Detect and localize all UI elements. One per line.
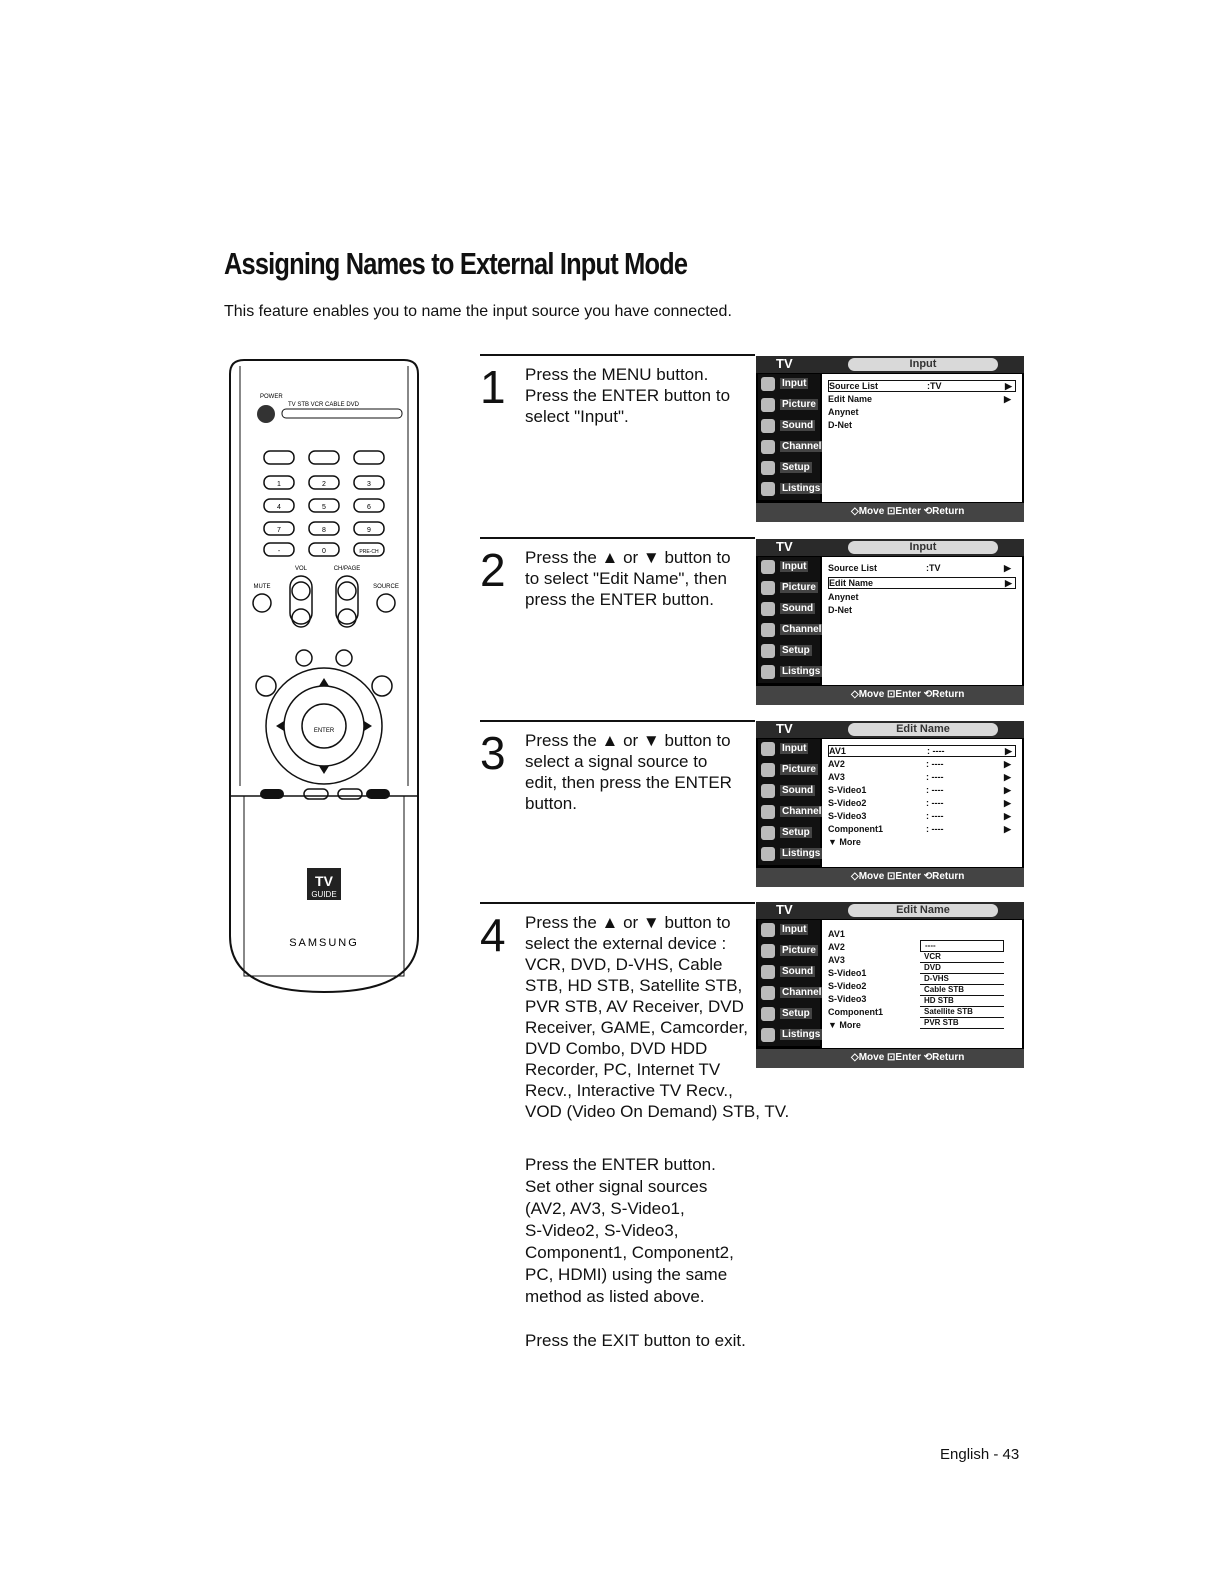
- key-1: 1: [277, 481, 281, 488]
- menu-screen-input: TV Input Input Picture Sound Channel Set…: [756, 356, 1024, 522]
- menu-screen-edit-name-options: TV Edit Name Input Picture Sound Channel…: [756, 902, 1024, 1068]
- key-6: 6: [367, 504, 371, 511]
- channel-icon: [761, 986, 775, 1000]
- picture-icon: [761, 398, 775, 412]
- key-2: 2: [322, 481, 326, 488]
- key-prech: PRE-CH: [359, 549, 379, 555]
- key-5: 5: [322, 504, 326, 511]
- step-rule-4: [480, 902, 755, 904]
- picture-icon: [761, 581, 775, 595]
- side-menu: Input Picture Sound Channel Setup Listin…: [758, 374, 824, 502]
- key-0: 0: [322, 548, 326, 555]
- key-7: 7: [277, 527, 281, 534]
- mode-labels: TV STB VCR CABLE DVD: [288, 402, 360, 408]
- page-footer: English - 43: [940, 1446, 1020, 1463]
- input-icon: [761, 377, 775, 391]
- key-4: 4: [277, 504, 281, 511]
- device-option-list: ---- VCR DVD D-VHS Cable STB HD STB Sate…: [920, 940, 1004, 1029]
- menu-title: Edit Name: [848, 723, 998, 736]
- key-8: 8: [322, 527, 326, 534]
- ch-label: CH/PAGE: [334, 566, 361, 572]
- channel-icon: [761, 623, 775, 637]
- svg-text:TV: TV: [315, 873, 334, 889]
- input-icon: [761, 742, 775, 756]
- listings-icon: [761, 482, 775, 496]
- remote-control-illustration: POWER TV STB VCR CABLE DVD 1 2 3 4 5 6 7…: [229, 359, 419, 994]
- setup-icon: [761, 644, 775, 658]
- step-number: 4: [480, 909, 506, 961]
- sound-icon: [761, 784, 775, 798]
- side-menu: Input Picture Sound Channel Setup Listin…: [758, 920, 824, 1048]
- vol-label: VOL: [295, 566, 308, 572]
- source-label: SOURCE: [373, 584, 399, 590]
- menu-title: Input: [848, 358, 998, 371]
- sound-icon: [761, 965, 775, 979]
- sound-icon: [761, 602, 775, 616]
- picture-icon: [761, 763, 775, 777]
- listings-icon: [761, 847, 775, 861]
- channel-icon: [761, 440, 775, 454]
- step-rule-3: [480, 720, 755, 722]
- step-rule-1: [480, 354, 755, 356]
- step-number: 3: [480, 727, 506, 779]
- key-3: 3: [367, 481, 371, 488]
- setup-icon: [761, 1007, 775, 1021]
- step-number: 2: [480, 544, 506, 596]
- input-icon: [761, 923, 775, 937]
- intro-text: This feature enables you to name the inp…: [224, 303, 732, 320]
- step-text: Press the MENU button.Press the ENTER bu…: [525, 365, 731, 426]
- setup-icon: [761, 826, 775, 840]
- channel-icon: [761, 805, 775, 819]
- step-rule-2: [480, 537, 755, 539]
- after-instructions: Press the ENTER button.Set other signal …: [525, 1155, 734, 1306]
- picture-icon: [761, 944, 775, 958]
- sound-icon: [761, 419, 775, 433]
- menu-screen-edit-name-list: TV Edit Name Input Picture Sound Channel…: [756, 721, 1024, 887]
- svg-text:GUIDE: GUIDE: [311, 890, 336, 899]
- menu-title: Edit Name: [848, 904, 998, 917]
- enter-label: ENTER: [314, 728, 335, 734]
- tvguide-logo: [307, 868, 341, 900]
- input-icon: [761, 560, 775, 574]
- side-menu: Input Picture Sound Channel Setup Listin…: [758, 557, 824, 685]
- exit-instruction: Press the EXIT button to exit.: [525, 1331, 746, 1350]
- key-dash: -: [278, 548, 281, 555]
- power-label: POWER: [260, 394, 283, 400]
- step-number: 1: [480, 361, 506, 413]
- page-title: Assigning Names to External Input Mode: [224, 246, 688, 281]
- menu-title: Input: [848, 541, 998, 554]
- setup-icon: [761, 461, 775, 475]
- listings-icon: [761, 665, 775, 679]
- menu-screen-edit-name-select: TV Input Input Picture Sound Channel Set…: [756, 539, 1024, 705]
- key-9: 9: [367, 527, 371, 534]
- side-menu: Input Picture Sound Channel Setup Listin…: [758, 739, 824, 867]
- listings-icon: [761, 1028, 775, 1042]
- mute-label: MUTE: [254, 584, 271, 590]
- brand-label: SAMSUNG: [289, 937, 359, 949]
